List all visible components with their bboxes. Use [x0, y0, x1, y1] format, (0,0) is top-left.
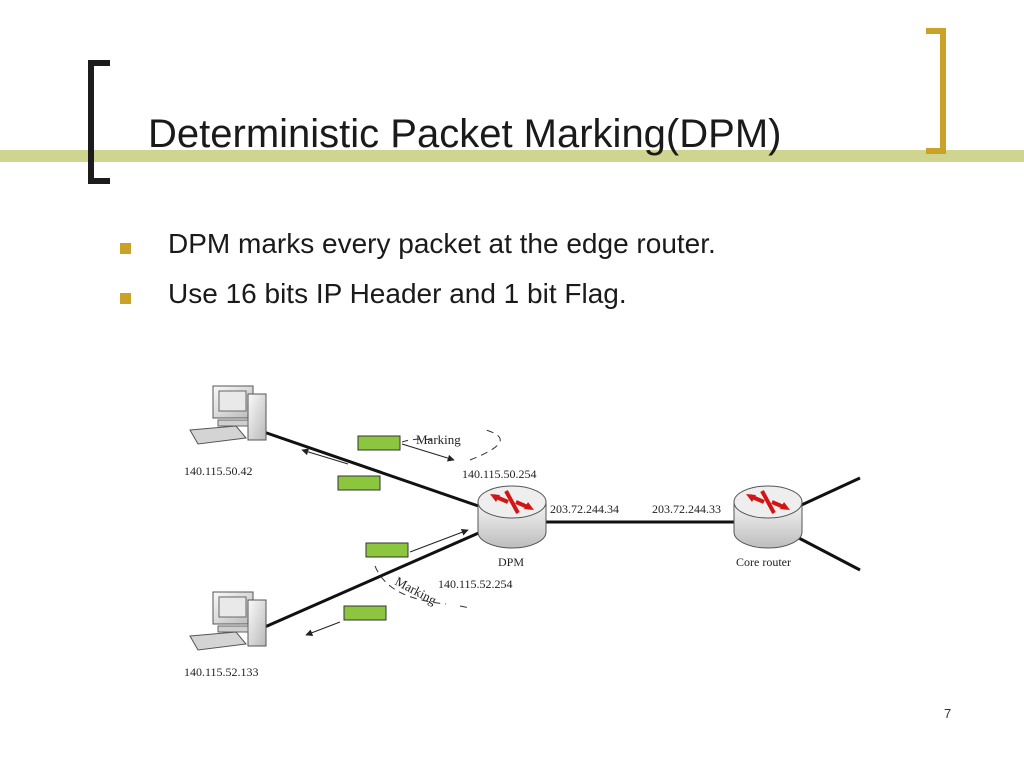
core-ip-left-label: 203.72.244.33 — [652, 502, 721, 516]
link-host-top-dpm — [257, 428, 491, 512]
bullet-item: Use 16 bits IP Header and 1 bit Flag. — [118, 278, 716, 328]
packet-top-return — [337, 475, 381, 491]
computer-icon — [189, 591, 267, 651]
bullet-text: Use 16 bits IP Header and 1 bit Flag. — [168, 278, 627, 309]
marking-curve-bottom — [374, 565, 471, 609]
square-bullet-icon — [120, 243, 131, 254]
arrow-top-to-host — [301, 448, 349, 465]
arrow-bottom-to-host — [305, 621, 341, 637]
arrow-bottom-to-dpm — [409, 528, 469, 553]
bullet-item: DPM marks every packet at the edge route… — [118, 228, 716, 278]
dpm-label: DPM — [498, 555, 524, 569]
bullet-list: DPM marks every packet at the edge route… — [118, 228, 716, 328]
link-core-out-top — [794, 476, 861, 510]
marked-packet-bottom — [365, 542, 409, 558]
packet-bottom-return — [343, 605, 387, 621]
core-router-icon — [733, 485, 803, 549]
dpm-ip-right-label: 203.72.244.34 — [550, 502, 619, 516]
computer-icon — [189, 385, 267, 445]
marking-curve-top — [401, 429, 501, 461]
marking-label-top: Marking — [416, 432, 461, 447]
right-bracket-decoration — [926, 28, 946, 154]
dpm-ip-bottom-label: 140.115.52.254 — [438, 577, 513, 591]
arrow-top-to-dpm — [401, 443, 455, 462]
left-bracket-decoration — [88, 60, 110, 184]
host-top-ip-label: 140.115.50.42 — [184, 464, 253, 478]
link-core-out-bottom — [794, 534, 861, 572]
square-bullet-icon — [120, 293, 131, 304]
page-number: 7 — [944, 706, 952, 721]
marked-packet-top — [357, 435, 401, 451]
marking-label-bottom: Marking — [393, 573, 440, 607]
dpm-router-icon — [477, 485, 547, 549]
core-router-label: Core router — [736, 555, 791, 569]
host-bottom-ip-label: 140.115.52.133 — [184, 665, 259, 679]
bullet-text: DPM marks every packet at the edge route… — [168, 228, 716, 259]
network-diagram: 140.115.50.42 140.115.52.133 DPM 140.115… — [184, 385, 861, 679]
slide-title: Deterministic Packet Marking(DPM) — [148, 112, 782, 156]
link-host-bottom-dpm — [257, 526, 491, 632]
title-accent-bar — [0, 150, 1024, 162]
dpm-ip-top-label: 140.115.50.254 — [462, 467, 537, 481]
